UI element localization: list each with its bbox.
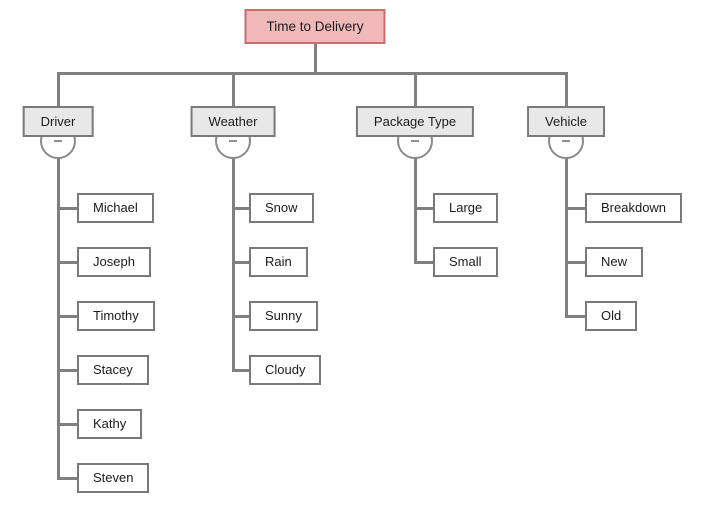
child-node-joseph[interactable]: Joseph [77, 247, 151, 277]
child-node-new[interactable]: New [585, 247, 644, 277]
child-stub-line [233, 315, 251, 318]
category-node-package-type[interactable]: Package Type [355, 106, 475, 137]
branch-drop-line [565, 72, 568, 108]
child-node-rain[interactable]: Rain [249, 247, 308, 277]
child-stub-line [58, 207, 79, 210]
child-node-cloudy[interactable]: Cloudy [249, 355, 322, 385]
child-node-kathy[interactable]: Kathy [77, 409, 143, 439]
child-node-sunny[interactable]: Sunny [249, 301, 318, 331]
child-node-steven[interactable]: Steven [77, 463, 150, 493]
branch-drop-line [57, 72, 60, 108]
root-connector-line [314, 44, 317, 75]
root-node[interactable]: Time to Delivery [244, 9, 386, 44]
category-node-driver[interactable]: Driver [22, 106, 94, 137]
minus-icon [411, 140, 419, 142]
child-stub-line [233, 261, 251, 264]
child-node-old[interactable]: Old [585, 301, 638, 331]
minus-icon [562, 140, 570, 142]
category-node-vehicle[interactable]: Vehicle [527, 106, 605, 137]
trunk-connector-line [414, 158, 417, 264]
child-node-timothy[interactable]: Timothy [77, 301, 155, 331]
child-stub-line [58, 423, 79, 426]
minus-icon [229, 140, 237, 142]
child-stub-line [58, 315, 79, 318]
trunk-connector-line [565, 158, 568, 318]
child-stub-line [58, 369, 79, 372]
child-node-large[interactable]: Large [433, 193, 499, 223]
child-stub-line [233, 369, 251, 372]
child-node-snow[interactable]: Snow [249, 193, 314, 223]
child-node-stacey[interactable]: Stacey [77, 355, 149, 385]
child-node-breakdown[interactable]: Breakdown [585, 193, 683, 223]
minus-icon [54, 140, 62, 142]
child-stub-line [233, 207, 251, 210]
category-node-weather[interactable]: Weather [190, 106, 276, 137]
child-stub-line [566, 261, 587, 264]
branch-drop-line [414, 72, 417, 108]
child-stub-line [566, 315, 587, 318]
trunk-connector-line [57, 158, 60, 480]
bus-connector-line [57, 72, 568, 75]
branch-drop-line [232, 72, 235, 108]
child-stub-line [415, 207, 435, 210]
child-stub-line [58, 261, 79, 264]
trunk-connector-line [232, 158, 235, 372]
child-stub-line [58, 477, 79, 480]
child-stub-line [566, 207, 587, 210]
child-stub-line [415, 261, 435, 264]
child-node-michael[interactable]: Michael [77, 193, 154, 223]
child-node-small[interactable]: Small [433, 247, 498, 277]
